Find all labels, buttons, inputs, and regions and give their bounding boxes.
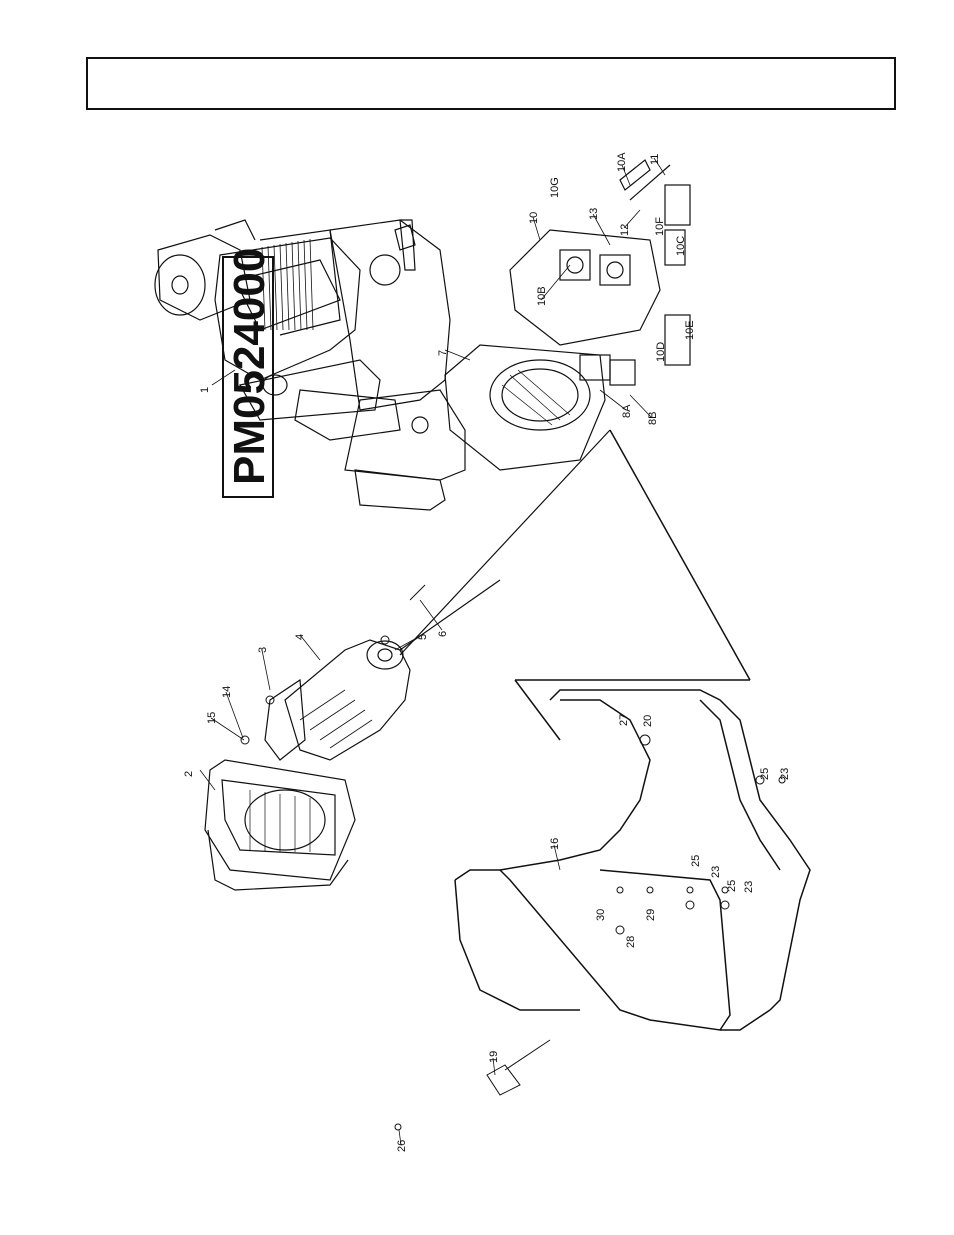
callout-19: 19 (488, 1051, 500, 1063)
leader-lines (199, 157, 666, 1146)
header-box (86, 57, 896, 110)
callout-25-b: 25 (726, 880, 738, 892)
frame-assembly (454, 429, 811, 1031)
model-number-text: PM0524000 (225, 248, 274, 485)
callout-10D: 10D (655, 342, 667, 362)
callout-12: 12 (619, 224, 631, 236)
callout-8A: 8A (621, 404, 633, 418)
model-number-block: PM0524000 (222, 248, 274, 498)
callout-14: 14 (221, 686, 233, 698)
callout-25-c: 25 (759, 768, 771, 780)
callout-10: 10 (528, 212, 540, 224)
callout-10F: 10F (654, 217, 666, 236)
callout-15: 15 (206, 712, 218, 724)
engine-assembly (154, 219, 466, 511)
callout-28: 28 (625, 936, 637, 948)
callout-6: 6 (437, 631, 449, 637)
small-parts (240, 584, 786, 1131)
callout-29: 29 (645, 909, 657, 921)
callout-labels: 1 2 3 4 5 6 7 8A 8B 10 10A 10B 10C 10D 1… (183, 152, 791, 1152)
callout-10A: 10A (616, 152, 628, 172)
callout-3: 3 (257, 647, 269, 653)
callout-26: 26 (396, 1140, 408, 1152)
callout-23-b: 23 (743, 881, 755, 893)
rear-housing (204, 759, 356, 891)
callout-10E: 10E (684, 320, 696, 340)
callout-8B: 8B (647, 412, 659, 425)
callout-4: 4 (294, 634, 306, 640)
callout-16: 16 (549, 838, 561, 850)
callout-7: 7 (437, 350, 449, 356)
callout-13: 13 (588, 208, 600, 220)
callout-25-a: 25 (690, 855, 702, 867)
callout-30: 30 (595, 909, 607, 921)
callout-10C: 10C (675, 236, 687, 256)
stator-assembly (444, 344, 606, 471)
callout-5: 5 (417, 634, 429, 640)
control-panel-assembly (509, 159, 691, 386)
callout-1: 1 (199, 387, 211, 393)
callout-23-a: 23 (710, 866, 722, 878)
callout-27: 27 (618, 714, 630, 726)
callout-20: 20 (642, 715, 654, 727)
callout-23-c: 23 (779, 768, 791, 780)
callout-10B: 10B (536, 286, 548, 306)
callout-10G: 10G (549, 177, 561, 198)
callout-2: 2 (183, 771, 195, 777)
